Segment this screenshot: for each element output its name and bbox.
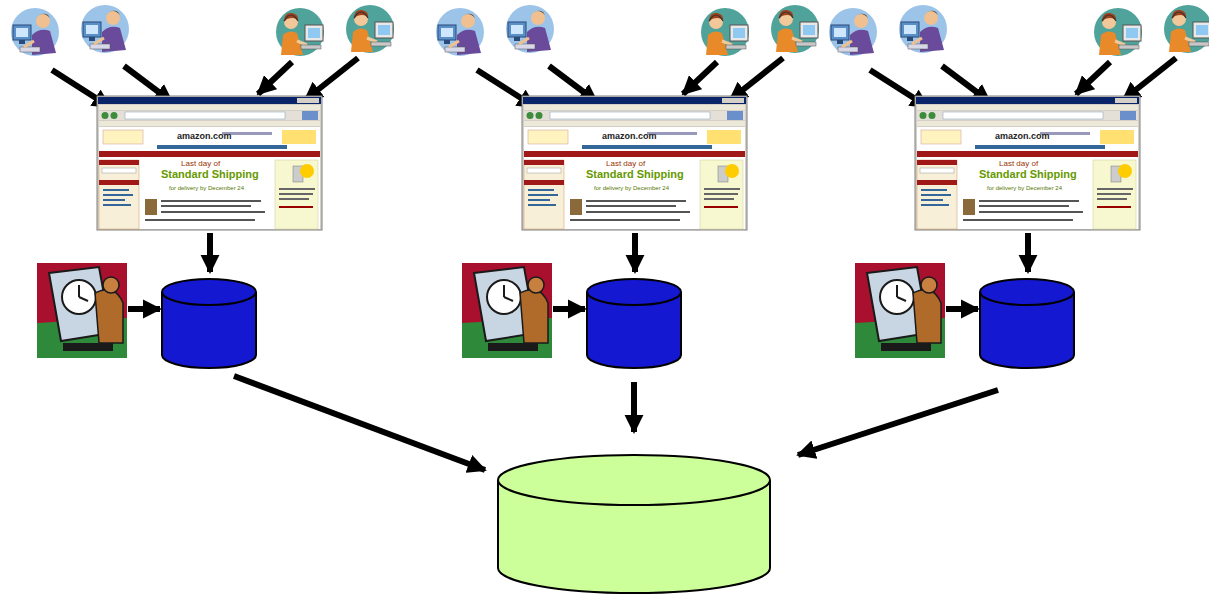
site-logo-text: amazon.com bbox=[177, 132, 232, 141]
site-logo-text: amazon.com bbox=[995, 132, 1050, 141]
site-logo-text: amazon.com bbox=[602, 132, 657, 141]
banner-headline: Standard Shipping bbox=[979, 169, 1077, 181]
banner-text: Last day of bbox=[999, 160, 1038, 168]
banner-text: for delivery by December 24 bbox=[987, 185, 1062, 191]
banner-text: for delivery by December 24 bbox=[594, 185, 669, 191]
banner-text: Last day of bbox=[606, 160, 645, 168]
banner-text: for delivery by December 24 bbox=[169, 185, 244, 191]
banner-headline: Standard Shipping bbox=[161, 169, 259, 181]
banner-text: Last day of bbox=[181, 160, 220, 168]
banner-headline: Standard Shipping bbox=[586, 169, 684, 181]
